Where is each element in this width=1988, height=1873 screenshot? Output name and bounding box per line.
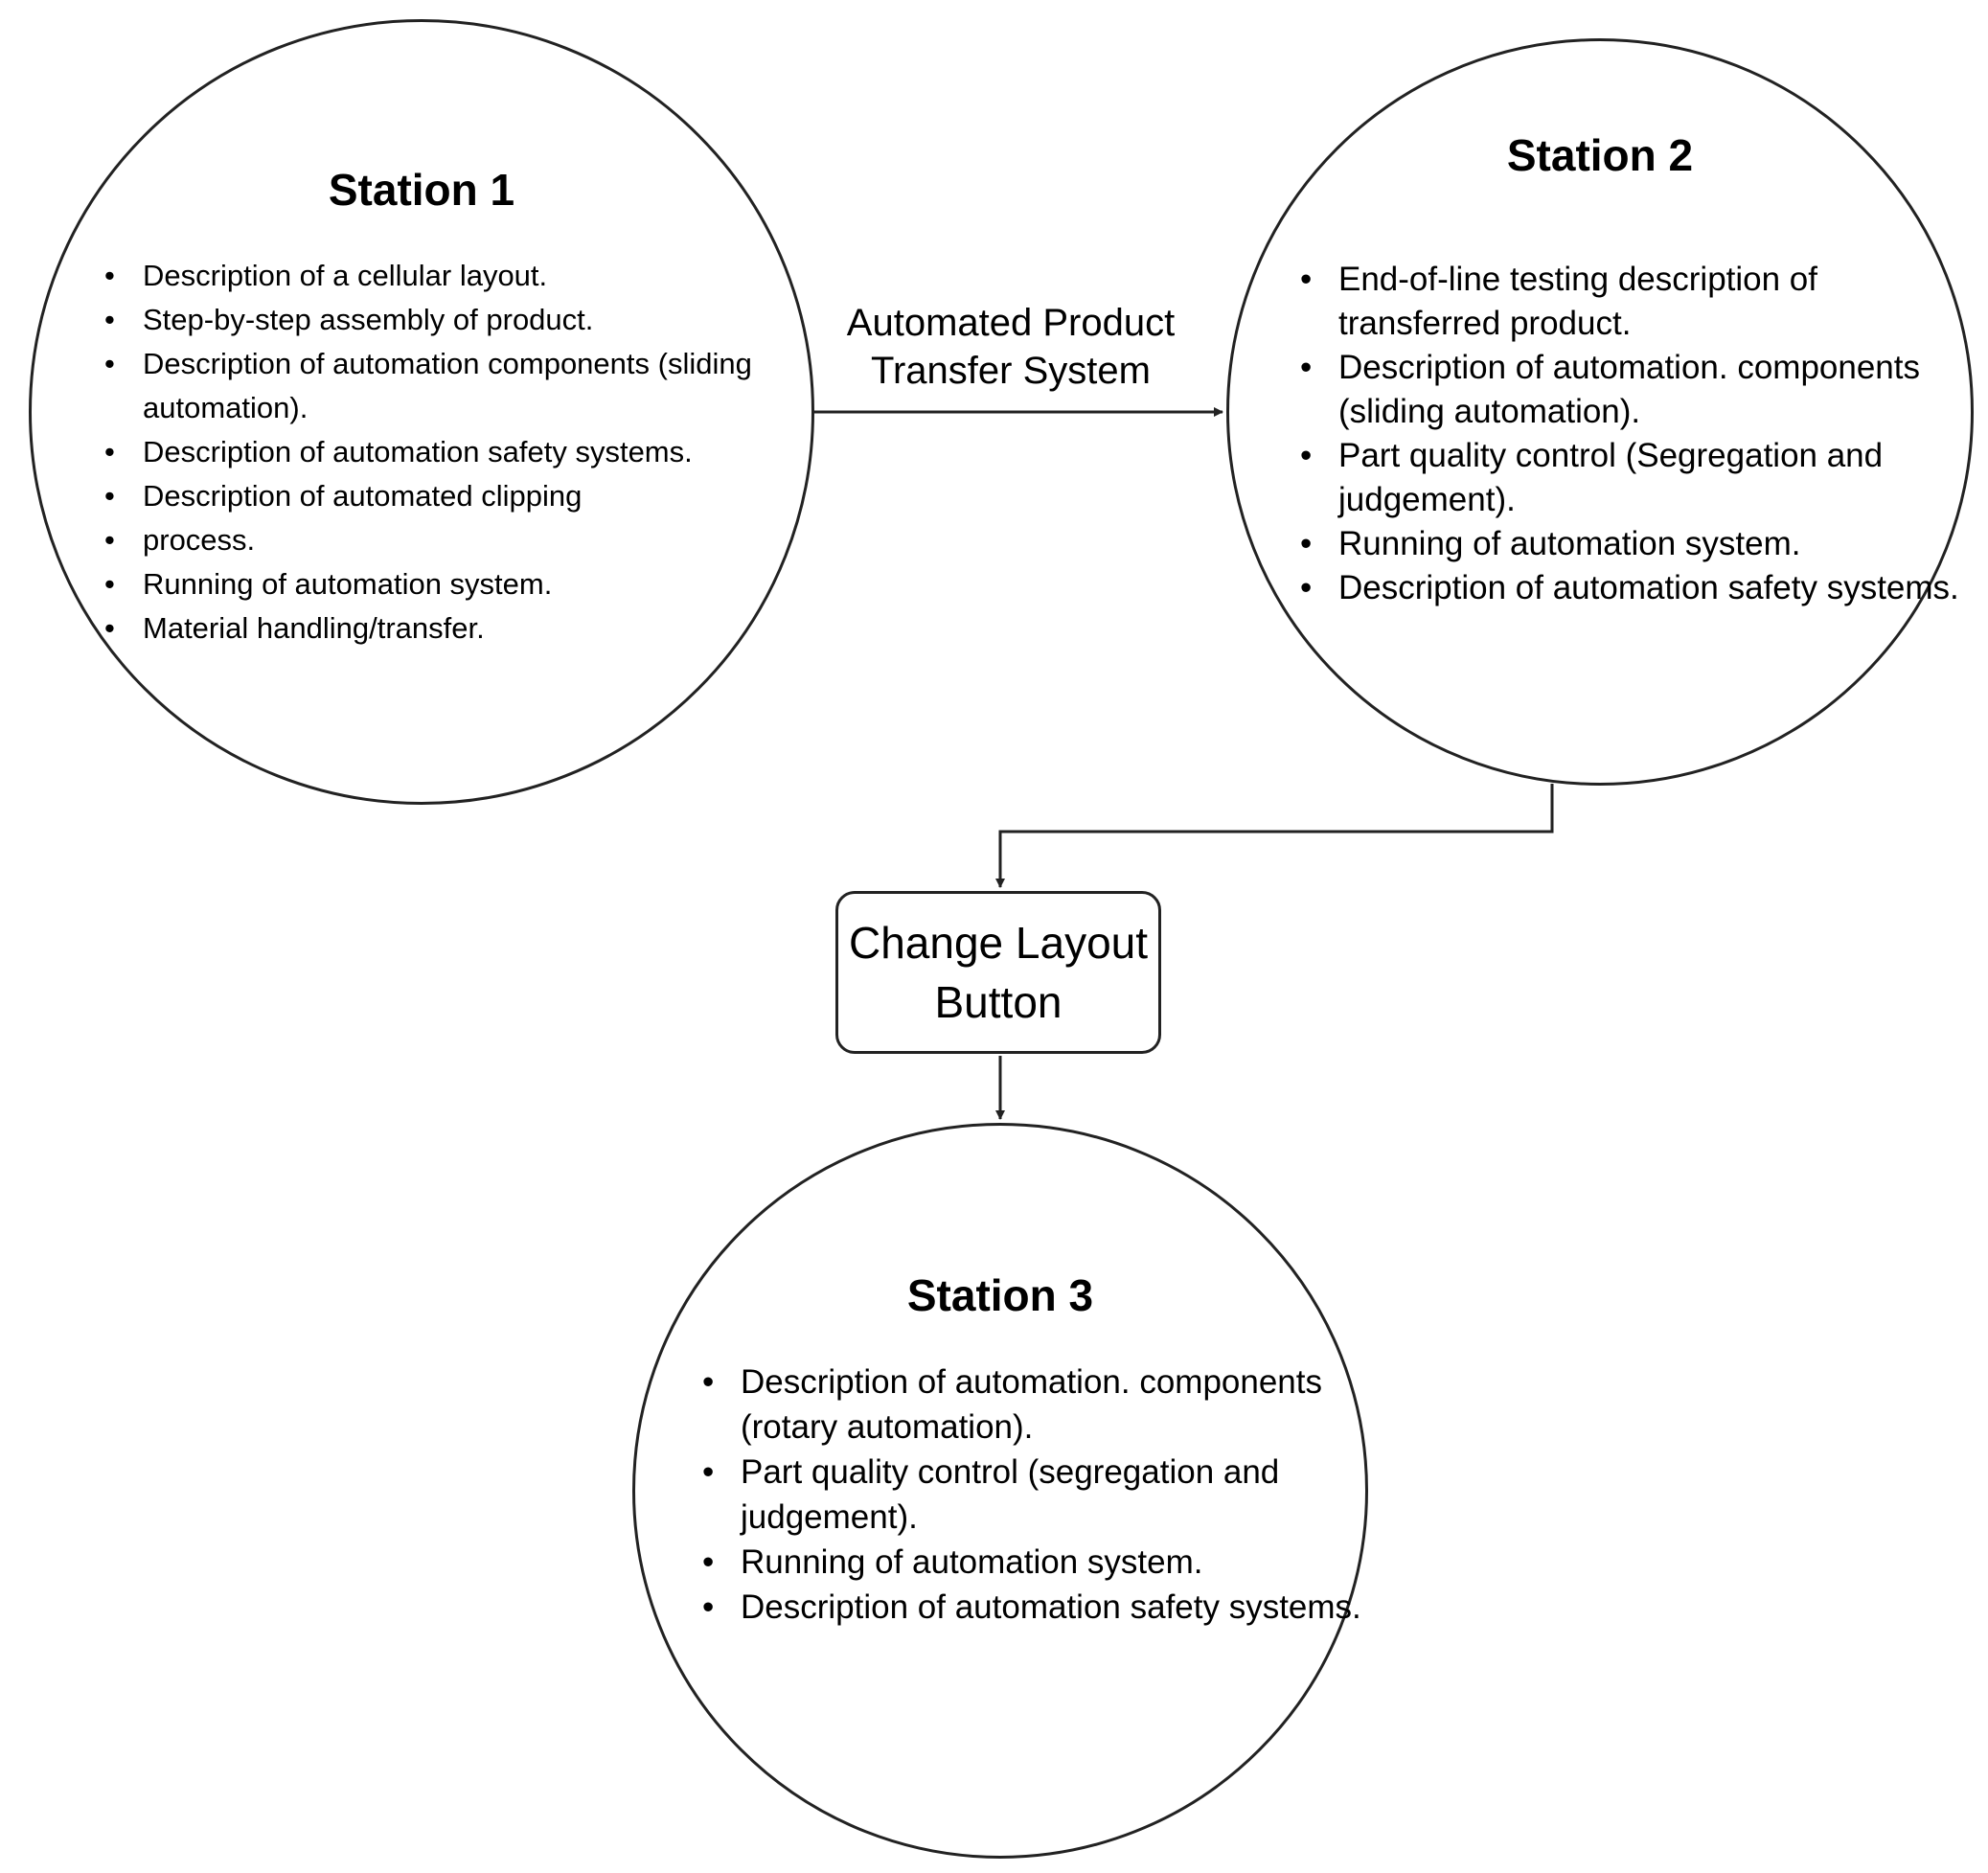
station-2-item: Running of automation system. <box>1296 522 1967 566</box>
station-2-to-button-connector <box>995 784 1554 888</box>
station-1-list: Description of a cellular layout. Step-b… <box>101 254 810 651</box>
station-1-item: Description of automation safety systems… <box>101 430 810 474</box>
station-1-item: Description of a cellular layout. <box>101 254 810 298</box>
station-3-list: Description of automation. components (r… <box>698 1359 1369 1630</box>
station-2-item: Part quality control (Segregation and ju… <box>1296 434 1967 522</box>
station-1-item: Material handling/transfer. <box>101 606 810 651</box>
transfer-system-label: Automated Product Transfer System <box>819 299 1202 395</box>
station-2-title: Station 2 <box>1506 130 1694 180</box>
station-1-item: process. <box>101 518 810 562</box>
transfer-label-line-2: Transfer System <box>871 350 1151 392</box>
station-3-item: Description of automation. components (r… <box>698 1359 1369 1450</box>
station-1-item: Running of automation system. <box>101 562 810 606</box>
station-2-item: Description of automation safety systems… <box>1296 566 1967 610</box>
station-3-item: Description of automation safety systems… <box>698 1585 1369 1630</box>
station-3-item: Part quality control (segregation and ju… <box>698 1450 1369 1540</box>
station-3-title: Station 3 <box>906 1270 1094 1320</box>
station-3-item: Running of automation system. <box>698 1540 1369 1585</box>
station-3-node: Station 3 Description of automation. com… <box>632 1123 1368 1859</box>
station-1-item: Step-by-step assembly of product. <box>101 298 810 342</box>
station-2-item: End-of-line testing description of trans… <box>1296 258 1967 346</box>
station-1-item: Description of automation components (sl… <box>101 342 810 430</box>
transfer-label-line-1: Automated Product <box>846 302 1176 344</box>
change-layout-button[interactable]: Change Layout Button <box>835 891 1161 1054</box>
station-1-title: Station 1 <box>328 165 515 215</box>
station-1-item: Description of automated clipping <box>101 474 810 518</box>
station-2-item: Description of automation. components (s… <box>1296 346 1967 434</box>
station-2-list: End-of-line testing description of trans… <box>1296 258 1967 610</box>
station-1-node: Station 1 Description of a cellular layo… <box>29 19 814 805</box>
station-2-node: Station 2 End-of-line testing descriptio… <box>1226 38 1974 786</box>
